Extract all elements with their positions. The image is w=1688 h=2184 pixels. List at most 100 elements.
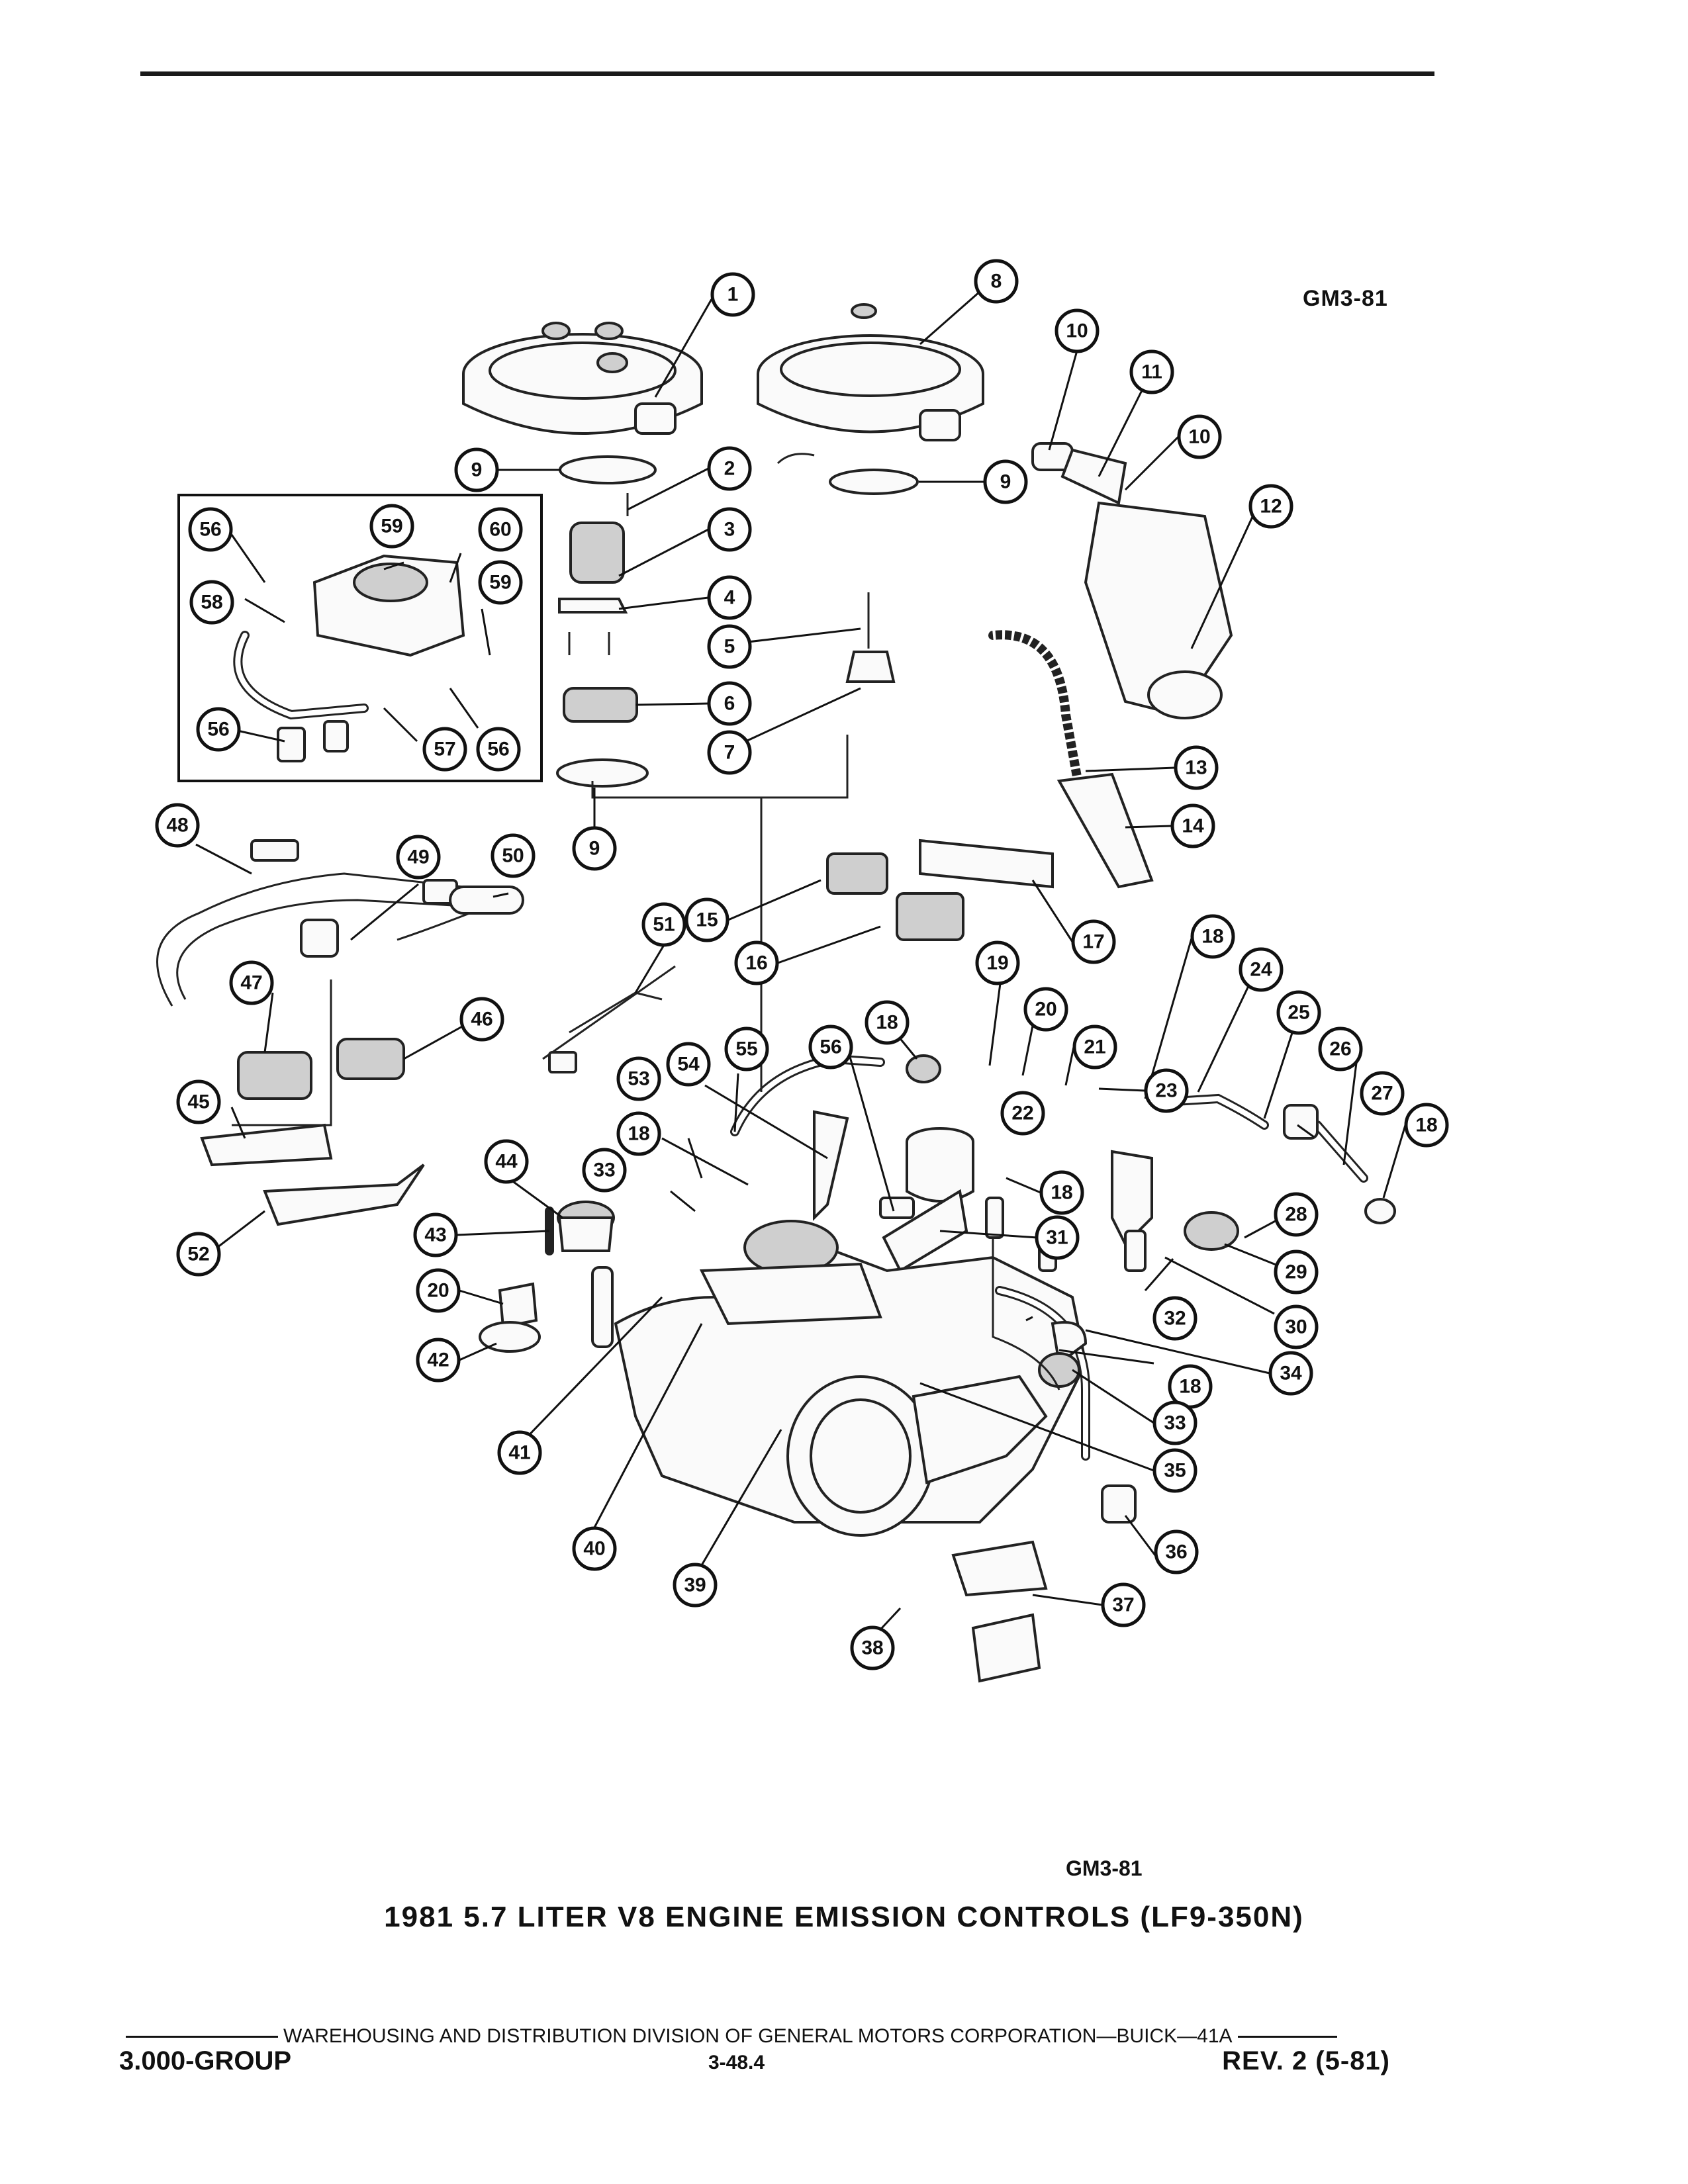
figure-code-bottom: GM3-81 [1066,1856,1143,1880]
callout-25: 25 [1276,990,1321,1035]
callout-60-label: 60 [489,519,511,541]
callout-44-label: 44 [495,1151,518,1173]
callout-40: 40 [572,1526,617,1571]
callout-43: 43 [413,1212,458,1257]
callout-47: 47 [229,960,274,1005]
callout-13-label: 13 [1185,757,1207,779]
callout-17-label: 17 [1082,931,1104,953]
callout-51: 51 [641,902,686,947]
callout-59-right-label: 59 [489,572,511,594]
callout-10-top: 10 [1055,308,1100,353]
inset-box [177,494,543,782]
callout-47-label: 47 [240,972,262,994]
callout-14: 14 [1170,803,1215,848]
footer-rule-right [1237,2035,1337,2038]
callout-37-label: 37 [1112,1594,1134,1616]
callout-20-right-label: 20 [1035,999,1056,1021]
callout-18-a-label: 18 [1201,926,1223,948]
callout-17: 17 [1071,919,1116,964]
callout-3-label: 3 [724,519,735,541]
callout-9-lower-label: 9 [589,838,600,860]
callout-40-label: 40 [583,1538,605,1560]
callout-15-label: 15 [696,909,718,931]
callout-6-label: 6 [724,693,735,715]
callout-2: 2 [707,446,752,491]
callout-46: 46 [459,997,504,1042]
callout-30-label: 30 [1285,1316,1307,1338]
callout-54: 54 [666,1042,711,1087]
footer-page-number: 3-48.4 [708,2052,765,2073]
air-cleaner-left [462,322,703,435]
callout-55: 55 [724,1026,769,1071]
callout-58: 58 [189,580,234,625]
callout-20-left-label: 20 [427,1280,449,1302]
callout-10-top-label: 10 [1066,320,1088,342]
top-rule [140,71,1434,76]
callout-36-label: 36 [1165,1541,1187,1563]
callout-59-top-label: 59 [381,516,402,537]
callout-23-label: 23 [1155,1080,1177,1102]
footer-group: 3.000-GROUP [119,2046,292,2075]
callout-34-label: 34 [1280,1363,1302,1385]
engine-assembly [614,1197,1137,1683]
wiring-harness [156,839,524,1007]
air-cleaner-right [757,303,984,465]
callout-18-c: 18 [616,1111,661,1156]
callout-16-label: 16 [745,952,767,974]
figure-code-top: GM3-81 [1303,286,1388,311]
callout-45-label: 45 [187,1091,209,1113]
callout-11-label: 11 [1141,361,1162,383]
callout-48: 48 [155,803,200,848]
callout-4: 4 [707,575,752,620]
callout-14-label: 14 [1182,815,1204,837]
callout-33-right-label: 33 [1164,1412,1186,1434]
callout-18-a: 18 [1190,914,1235,959]
callout-55-label: 55 [735,1038,757,1060]
callout-18-e: 18 [1404,1103,1449,1148]
callout-58-label: 58 [201,592,222,614]
callout-8: 8 [974,259,1019,304]
callout-21-label: 21 [1084,1036,1105,1058]
callout-12: 12 [1248,484,1293,529]
callout-49-label: 49 [407,846,429,868]
callout-26-label: 26 [1329,1038,1351,1060]
callout-27: 27 [1360,1071,1405,1116]
callout-20-left: 20 [416,1268,461,1313]
callout-13: 13 [1174,745,1219,790]
callout-23: 23 [1144,1068,1189,1113]
callout-56-main: 56 [808,1024,853,1069]
callout-9-left: 9 [454,447,499,492]
callout-16: 16 [734,940,779,985]
callout-50: 50 [491,833,536,878]
callout-9-right-label: 9 [1000,471,1011,493]
callout-18-b: 18 [865,1000,910,1045]
callout-1: 1 [710,272,755,317]
callout-9-right: 9 [983,459,1028,504]
callout-24-label: 24 [1250,959,1272,981]
callout-56-inset-c-label: 56 [487,739,509,760]
callout-35-label: 35 [1164,1460,1186,1482]
callout-38: 38 [850,1625,895,1670]
callout-56-inset-a-label: 56 [199,519,221,541]
callout-51-label: 51 [653,914,675,936]
callout-56-main-label: 56 [820,1036,841,1058]
callout-33-left: 33 [582,1148,627,1193]
flex-duct [988,619,1154,889]
callout-18-d-label: 18 [1051,1182,1072,1204]
callout-7-label: 7 [724,742,735,764]
callout-59-right: 59 [478,560,523,605]
callout-39: 39 [673,1563,718,1608]
callout-33-left-label: 33 [593,1160,615,1181]
callout-49: 49 [396,835,441,880]
callout-11: 11 [1129,349,1174,394]
callout-32: 32 [1152,1296,1197,1341]
figure-title: 1981 5.7 LITER V8 ENGINE EMISSION CONTRO… [384,1901,1304,1933]
callout-32-label: 32 [1164,1308,1186,1330]
footer-revision: REV. 2 (5-81) [1222,2046,1390,2075]
callout-57-label: 57 [434,739,455,760]
callout-46-label: 46 [471,1009,492,1030]
callout-31-label: 31 [1046,1227,1068,1249]
callout-52-label: 52 [187,1244,209,1265]
callout-41-label: 41 [508,1442,530,1464]
callout-56-inset-b: 56 [196,707,241,752]
